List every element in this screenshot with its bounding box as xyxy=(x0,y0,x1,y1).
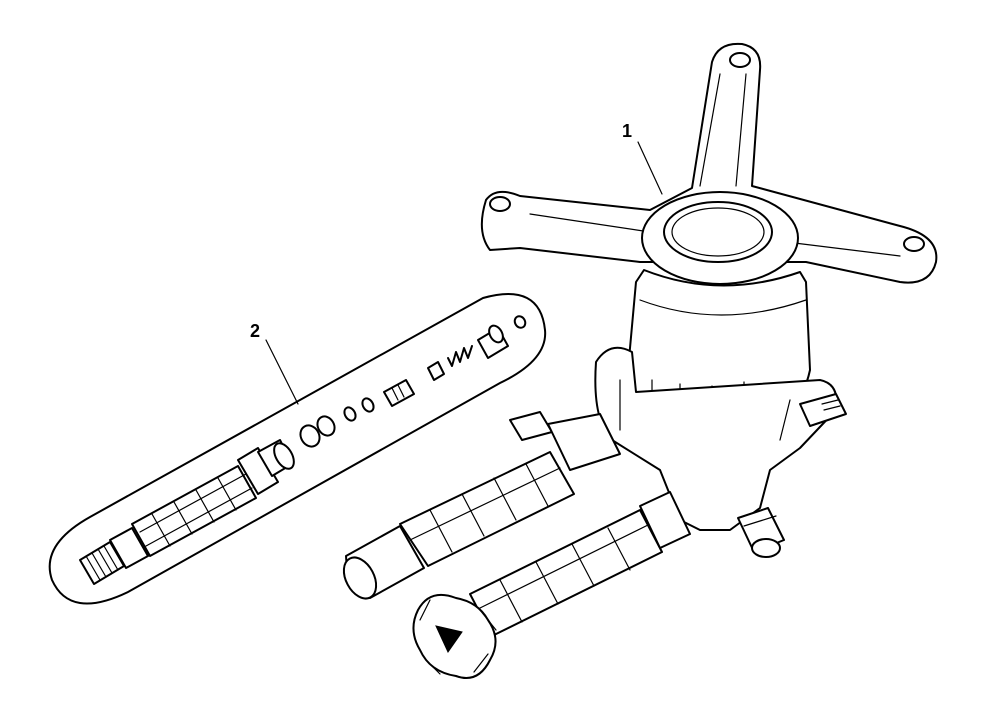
kit-threaded-fitting xyxy=(79,527,149,585)
kit-piston-stem xyxy=(383,361,445,407)
callout-1-label: 1 xyxy=(622,121,633,141)
pump-crankcase-ring xyxy=(641,191,799,285)
kit-o-ring-large-1 xyxy=(299,424,321,448)
callout-2-label: 2 xyxy=(250,321,261,341)
pump-mounting-flange xyxy=(480,42,938,284)
kit-o-ring-large-2 xyxy=(316,415,336,437)
leader-line-2 xyxy=(265,339,299,405)
leader-line-1 xyxy=(637,141,663,195)
kit-o-ring-small-2 xyxy=(361,397,375,413)
kit-spring xyxy=(447,345,473,367)
pump-inlet-tube xyxy=(469,491,691,637)
pump-bottom-valve xyxy=(737,507,785,558)
kit-capsule-outline xyxy=(48,293,547,605)
pump-outlet-tube xyxy=(342,411,621,600)
unloader-kit-group xyxy=(48,293,547,605)
kit-o-ring-small-1 xyxy=(343,406,357,422)
pump-side-fitting xyxy=(799,393,847,427)
kit-filter-screen xyxy=(131,465,257,557)
pump-inlet-knob xyxy=(412,594,497,679)
pump-assembly-group xyxy=(342,42,938,679)
kit-valve-body xyxy=(237,439,295,495)
kit-seat-cap xyxy=(477,315,527,359)
